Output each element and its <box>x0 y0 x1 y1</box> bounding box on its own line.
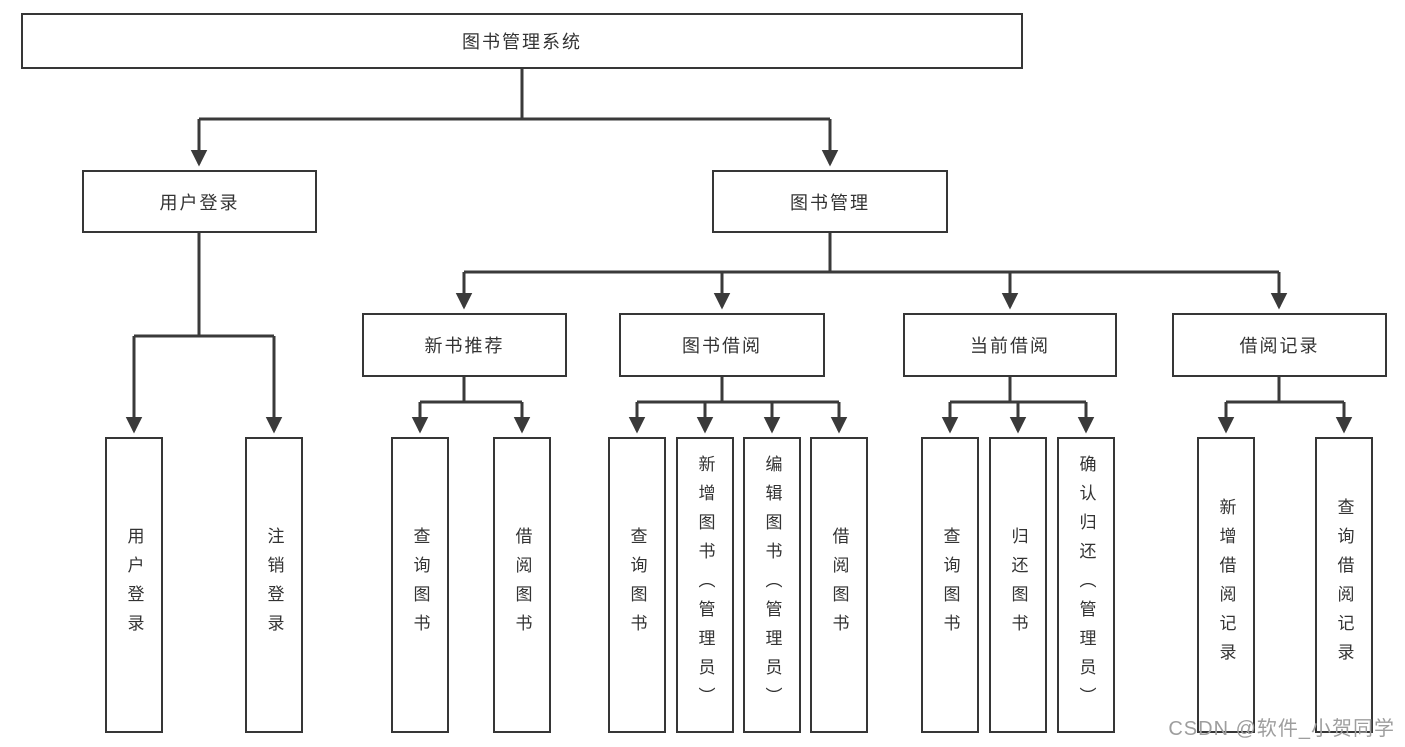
node-cb-query-books: 查询图书 <box>921 437 979 733</box>
node-book-borrowing: 图书借阅 <box>619 313 825 377</box>
node-user-login-label: 用户登录 <box>124 527 144 643</box>
node-br-query-record: 查询借阅记录 <box>1315 437 1373 733</box>
node-root: 图书管理系统 <box>21 13 1023 69</box>
node-rec-query-books-label: 查询图书 <box>410 527 430 643</box>
node-new-book-recommend-label: 新书推荐 <box>424 336 505 356</box>
node-rec-borrow-books: 借阅图书 <box>493 437 551 733</box>
node-cb-confirm-return: 确认归还（管理员） <box>1057 437 1115 733</box>
node-br-query-record-label: 查询借阅记录 <box>1334 498 1354 672</box>
node-book-management-label: 图书管理 <box>790 192 870 213</box>
node-borrowing-records: 借阅记录 <box>1172 313 1387 377</box>
node-cb-query-books-label: 查询图书 <box>940 527 960 643</box>
node-cb-confirm-return-label: 确认归还（管理员） <box>1076 454 1096 716</box>
node-bb-add-books-label: 新增图书（管理员） <box>695 454 715 716</box>
node-logout-label: 注销登录 <box>264 527 284 643</box>
node-br-add-record: 新增借阅记录 <box>1197 437 1255 733</box>
node-bb-query-books: 查询图书 <box>608 437 666 733</box>
node-book-borrowing-label: 图书借阅 <box>682 336 762 356</box>
node-user-login-module: 用户登录 <box>82 170 317 233</box>
node-cb-return-books: 归还图书 <box>989 437 1047 733</box>
node-root-label: 图书管理系统 <box>462 32 582 52</box>
node-bb-edit-books: 编辑图书（管理员） <box>743 437 801 733</box>
node-bb-edit-books-label: 编辑图书（管理员） <box>762 454 782 716</box>
node-new-book-recommend: 新书推荐 <box>362 313 567 377</box>
node-borrowing-records-label: 借阅记录 <box>1239 336 1320 356</box>
node-logout: 注销登录 <box>245 437 303 733</box>
node-bb-borrow-books-label: 借阅图书 <box>829 527 849 643</box>
node-br-add-record-label: 新增借阅记录 <box>1216 498 1236 672</box>
node-current-borrowing-label: 当前借阅 <box>970 336 1050 356</box>
node-rec-query-books: 查询图书 <box>391 437 449 733</box>
node-user-login: 用户登录 <box>105 437 163 733</box>
node-bb-query-books-label: 查询图书 <box>627 527 647 643</box>
csdn-watermark: CSDN @软件_小贺同学 <box>1168 718 1395 740</box>
node-bb-add-books: 新增图书（管理员） <box>676 437 734 733</box>
node-rec-borrow-books-label: 借阅图书 <box>512 527 532 643</box>
node-user-login-module-label: 用户登录 <box>159 192 240 213</box>
node-cb-return-books-label: 归还图书 <box>1008 527 1028 643</box>
node-bb-borrow-books: 借阅图书 <box>810 437 868 733</box>
node-book-management: 图书管理 <box>712 170 948 233</box>
node-current-borrowing: 当前借阅 <box>903 313 1117 377</box>
